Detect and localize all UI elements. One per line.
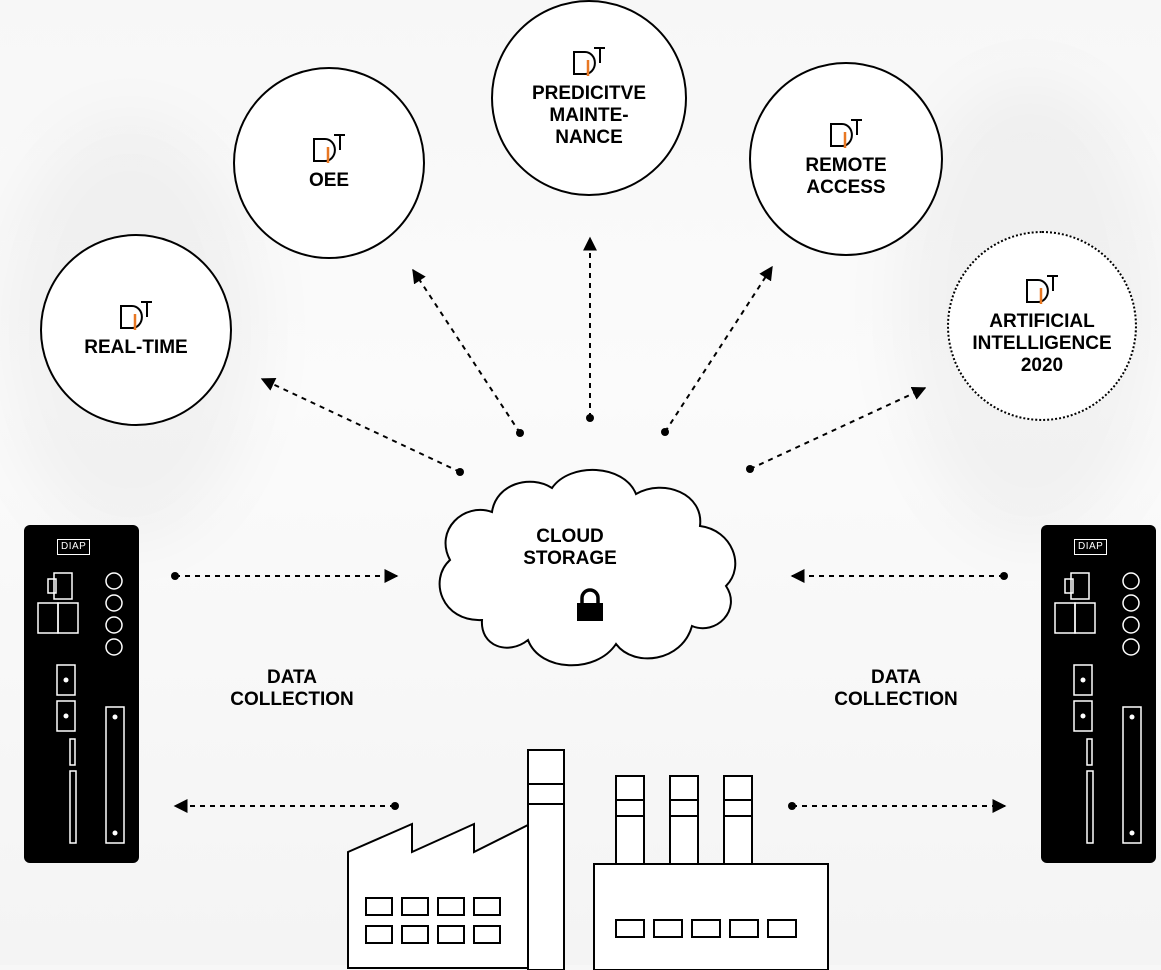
node-predictive-maintenance: PREDICITVE MAINTE- NANCE: [491, 0, 687, 196]
cloud-storage-label: CLOUD STORAGE: [523, 526, 617, 569]
diap-logo-icon: [313, 134, 345, 163]
arrow-to-oee: [412, 268, 521, 434]
arrow-to-remote: [664, 265, 773, 433]
node-realtime: REAL-TIME: [40, 234, 232, 426]
diap-logo-icon: [830, 119, 862, 148]
data-collection-left-label: DATA COLLECTION: [230, 667, 354, 710]
device-icon: [37, 572, 125, 844]
node-artificial-intelligence: ARTIFICIAL INTELLIGENCE 2020: [947, 231, 1137, 421]
device-right: DIAP: [1041, 525, 1156, 863]
node-oee: OEE: [233, 67, 425, 259]
node-remote-access: REMOTE ACCESS: [749, 62, 943, 256]
device-brand: DIAP: [1074, 539, 1108, 555]
node-label: REMOTE ACCESS: [805, 155, 887, 198]
diap-logo-icon: [120, 301, 152, 330]
device-icon: [1054, 572, 1142, 844]
arrow-to-realtime: [260, 378, 461, 473]
arrow-to-ai: [749, 386, 927, 470]
node-label: PREDICITVE MAINTE- NANCE: [531, 83, 647, 148]
factory-icon: [347, 749, 829, 970]
node-label: REAL-TIME: [84, 337, 188, 358]
data-collection-right-label: DATA COLLECTION: [834, 667, 958, 710]
padlock-icon: [577, 588, 603, 621]
node-label: OEE: [308, 170, 350, 191]
device-left: DIAP: [24, 525, 139, 863]
cloud-icon: [438, 468, 737, 667]
diap-logo-icon: [573, 47, 605, 76]
device-brand: DIAP: [57, 539, 91, 555]
node-label: ARTIFICIAL INTELLIGENCE 2020: [972, 311, 1112, 376]
diap-logo-icon: [1026, 275, 1058, 304]
